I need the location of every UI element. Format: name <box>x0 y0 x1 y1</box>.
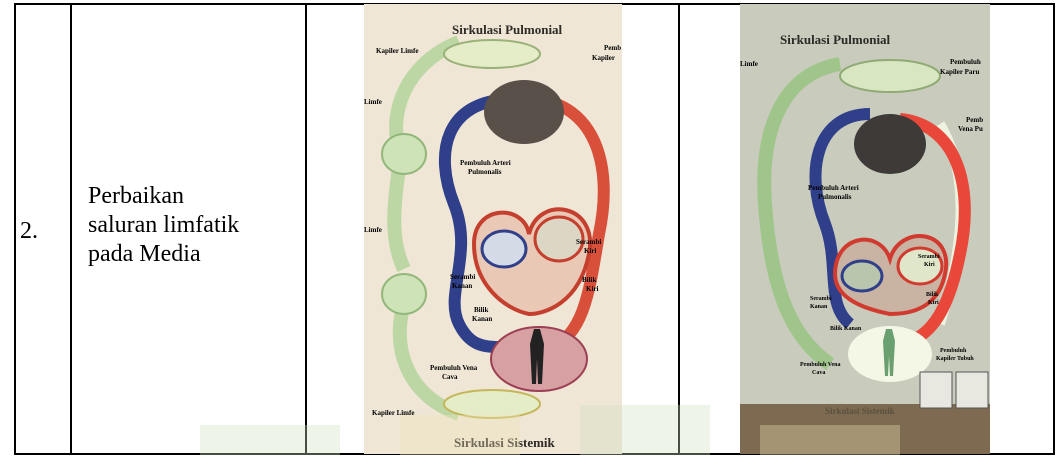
description-line-3: pada Media <box>88 240 298 269</box>
label-kapiler-top: Kapiler <box>592 54 615 62</box>
label-bilik-kanan-2: Kanan <box>472 315 492 323</box>
label-pembuluh-vena-2: Cava <box>442 373 458 381</box>
lungs-icon <box>854 114 926 174</box>
board-title-top: Sirkulasi Pulmonial <box>452 22 563 37</box>
label-pembuluh-arteri-1: Pembuluh Arteri <box>808 184 859 192</box>
label-serambi-kiri-1: Serambi <box>918 254 940 260</box>
description-line-1: Perbaikan <box>88 182 298 211</box>
circulation-board-left: Sirkulasi Pulmonial Sirkulasi Sistemik K… <box>364 4 622 454</box>
row-description: Perbaikan saluran limfatik pada Media <box>88 182 298 269</box>
label-serambi-kanan-1: Serambi <box>810 296 832 302</box>
label-pembuluh-kapiler-2: Kapiler Tubuh <box>936 356 974 362</box>
table-border-right <box>1053 3 1055 455</box>
label-pembuluh-vena-1: Pembuluh Vena <box>800 362 841 368</box>
label-serambi-kiri-1: Serambi <box>576 238 601 246</box>
table-border-left <box>14 3 16 455</box>
column-divider-3 <box>678 3 680 455</box>
label-pembuluh-arteri-1: Pembuluh Arteri <box>460 159 511 167</box>
lymph-capillary-top <box>840 60 940 92</box>
qr-code-icon-1 <box>920 372 952 408</box>
label-bilik-kiri-2: Kiri <box>586 285 598 293</box>
label-pembuluh-top-1: Pembuluh <box>950 58 981 66</box>
circulation-board-right: Sirkulasi Pulmonial Sirkulasi Sistemik L… <box>740 4 990 454</box>
label-pemb-top: Pemb <box>604 44 621 52</box>
label-pemb-right-2: Vena Pu <box>958 125 983 133</box>
lungs-icon <box>484 80 564 144</box>
column-divider-1 <box>70 3 72 455</box>
label-pembuluh-vena-1: Pembuluh Vena <box>430 364 478 372</box>
photo-media-before: Sirkulasi Pulmonial Sirkulasi Sistemik K… <box>364 4 622 454</box>
lymph-node-lower <box>382 274 426 314</box>
label-limfe-1: Limfe <box>364 98 382 106</box>
label-bilik-kiri-1: Bilik <box>926 292 939 298</box>
board-title-top: Sirkulasi Pulmonial <box>780 32 891 47</box>
label-serambi-kanan-2: Kanan <box>810 304 828 310</box>
watermark-shape <box>200 395 900 455</box>
photo-media-after: Sirkulasi Pulmonial Sirkulasi Sistemik L… <box>740 4 990 454</box>
column-divider-2 <box>305 3 307 455</box>
label-bilik-kanan-1: Bilik <box>474 306 489 314</box>
label-bilik-kanan: Bilik Kanan <box>830 326 862 332</box>
label-limfe-2: Limfe <box>364 226 382 234</box>
qr-code-icon-2 <box>956 372 988 408</box>
label-limfe: Limfe <box>740 60 758 68</box>
label-bilik-kiri-1: Bilik <box>582 276 597 284</box>
label-pembuluh-top-2: Kapiler Paru <box>940 68 979 76</box>
label-pembuluh-arteri-2: Pulmonalis <box>818 193 852 201</box>
lymph-node-upper <box>382 134 426 174</box>
label-kapiler-limfe-top: Kapiler Limfe <box>376 47 418 55</box>
label-serambi-kiri-2: Kiri <box>924 262 935 268</box>
label-serambi-kanan-2: Kanan <box>452 282 472 290</box>
label-serambi-kanan-1: Serambi <box>450 273 475 281</box>
label-serambi-kiri-2: Kiri <box>584 247 596 255</box>
label-pembuluh-kapiler-1: Pembuluh <box>940 348 967 354</box>
lymph-capillary-top <box>444 40 540 68</box>
label-bilik-kiri-2: Kiri <box>928 300 939 306</box>
row-number: 2. <box>20 218 70 245</box>
label-pembuluh-vena-2: Cava <box>812 370 825 376</box>
description-line-2: saluran limfatik <box>88 211 298 240</box>
label-pemb-right-1: Pemb <box>966 116 983 124</box>
label-pembuluh-arteri-2: Pulmonalis <box>468 168 502 176</box>
